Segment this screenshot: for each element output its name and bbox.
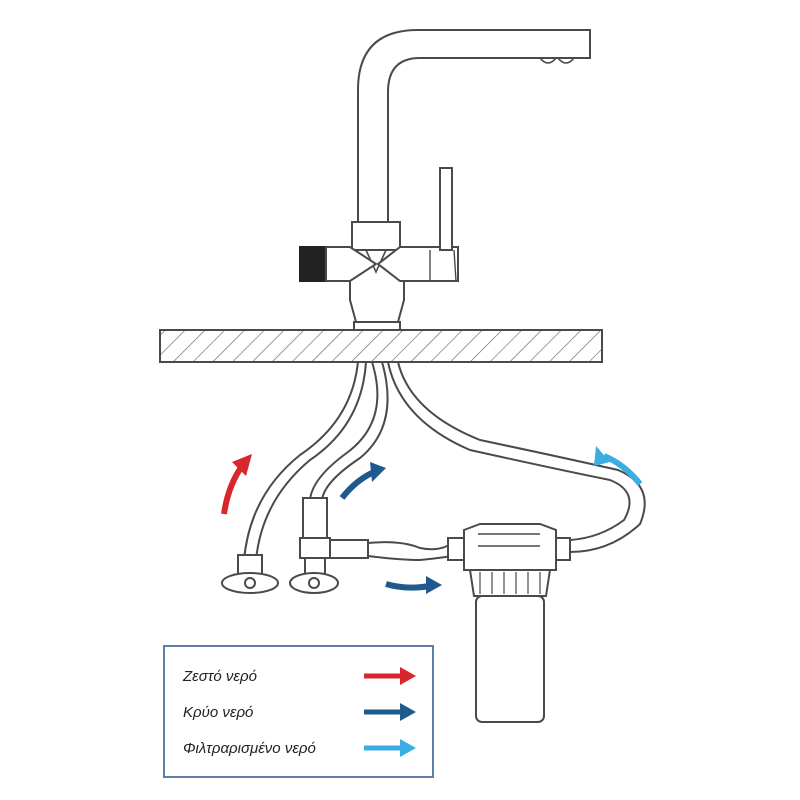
faucet-body bbox=[351, 221, 401, 251]
filter-inlet bbox=[447, 537, 465, 561]
filter-lever-base bbox=[376, 246, 459, 282]
cold-valve bbox=[289, 497, 369, 594]
inlet-hose bbox=[367, 541, 453, 562]
legend-item-hot: Ζεστό νερό bbox=[183, 663, 418, 689]
spout-outlet bbox=[539, 57, 575, 64]
filter-head bbox=[463, 523, 557, 571]
hot-arrow-icon bbox=[364, 667, 416, 685]
hot-hose bbox=[243, 361, 367, 561]
filter-canister bbox=[475, 595, 545, 723]
filtered-flow-arrowhead bbox=[594, 446, 610, 466]
legend-label-filtered: Φιλτραρισμένο νερό bbox=[183, 739, 316, 757]
cold-flow-arrowhead-lower bbox=[426, 576, 442, 594]
hot-flow-arrow bbox=[221, 464, 245, 515]
filter-lever bbox=[439, 167, 453, 251]
legend-item-filtered: Φιλτραρισμένο νερό bbox=[183, 735, 418, 761]
hot-handle-cap bbox=[299, 246, 327, 282]
filtered-arrow-icon bbox=[364, 739, 416, 757]
cold-flow-arrow-upper bbox=[339, 469, 376, 500]
faucet bbox=[299, 29, 591, 331]
water-filter bbox=[447, 523, 571, 723]
cold-arrow-icon bbox=[364, 703, 416, 721]
cold-hose bbox=[309, 361, 389, 501]
hot-valve bbox=[221, 554, 279, 594]
legend-item-cold: Κρύο νερό bbox=[183, 699, 418, 725]
faucet-spout bbox=[357, 29, 591, 223]
hot-flow-arrowhead bbox=[232, 454, 252, 476]
filtered-hose bbox=[387, 361, 646, 553]
legend-label-hot: Ζεστό νερό bbox=[183, 667, 257, 685]
faucet-base bbox=[353, 321, 401, 331]
hot-handle bbox=[325, 246, 378, 282]
legend: Ζεστό νερό Κρύο νερό Φιλτραρισμένο νερό bbox=[163, 645, 434, 778]
filtered-flow-arrow bbox=[602, 453, 643, 486]
countertop bbox=[159, 329, 603, 363]
cold-flow-arrowhead-upper bbox=[370, 462, 386, 482]
cold-flow-arrow-lower bbox=[385, 581, 431, 591]
filter-collar bbox=[468, 569, 552, 597]
hoses bbox=[243, 361, 646, 562]
legend-label-cold: Κρύο νερό bbox=[183, 703, 254, 721]
